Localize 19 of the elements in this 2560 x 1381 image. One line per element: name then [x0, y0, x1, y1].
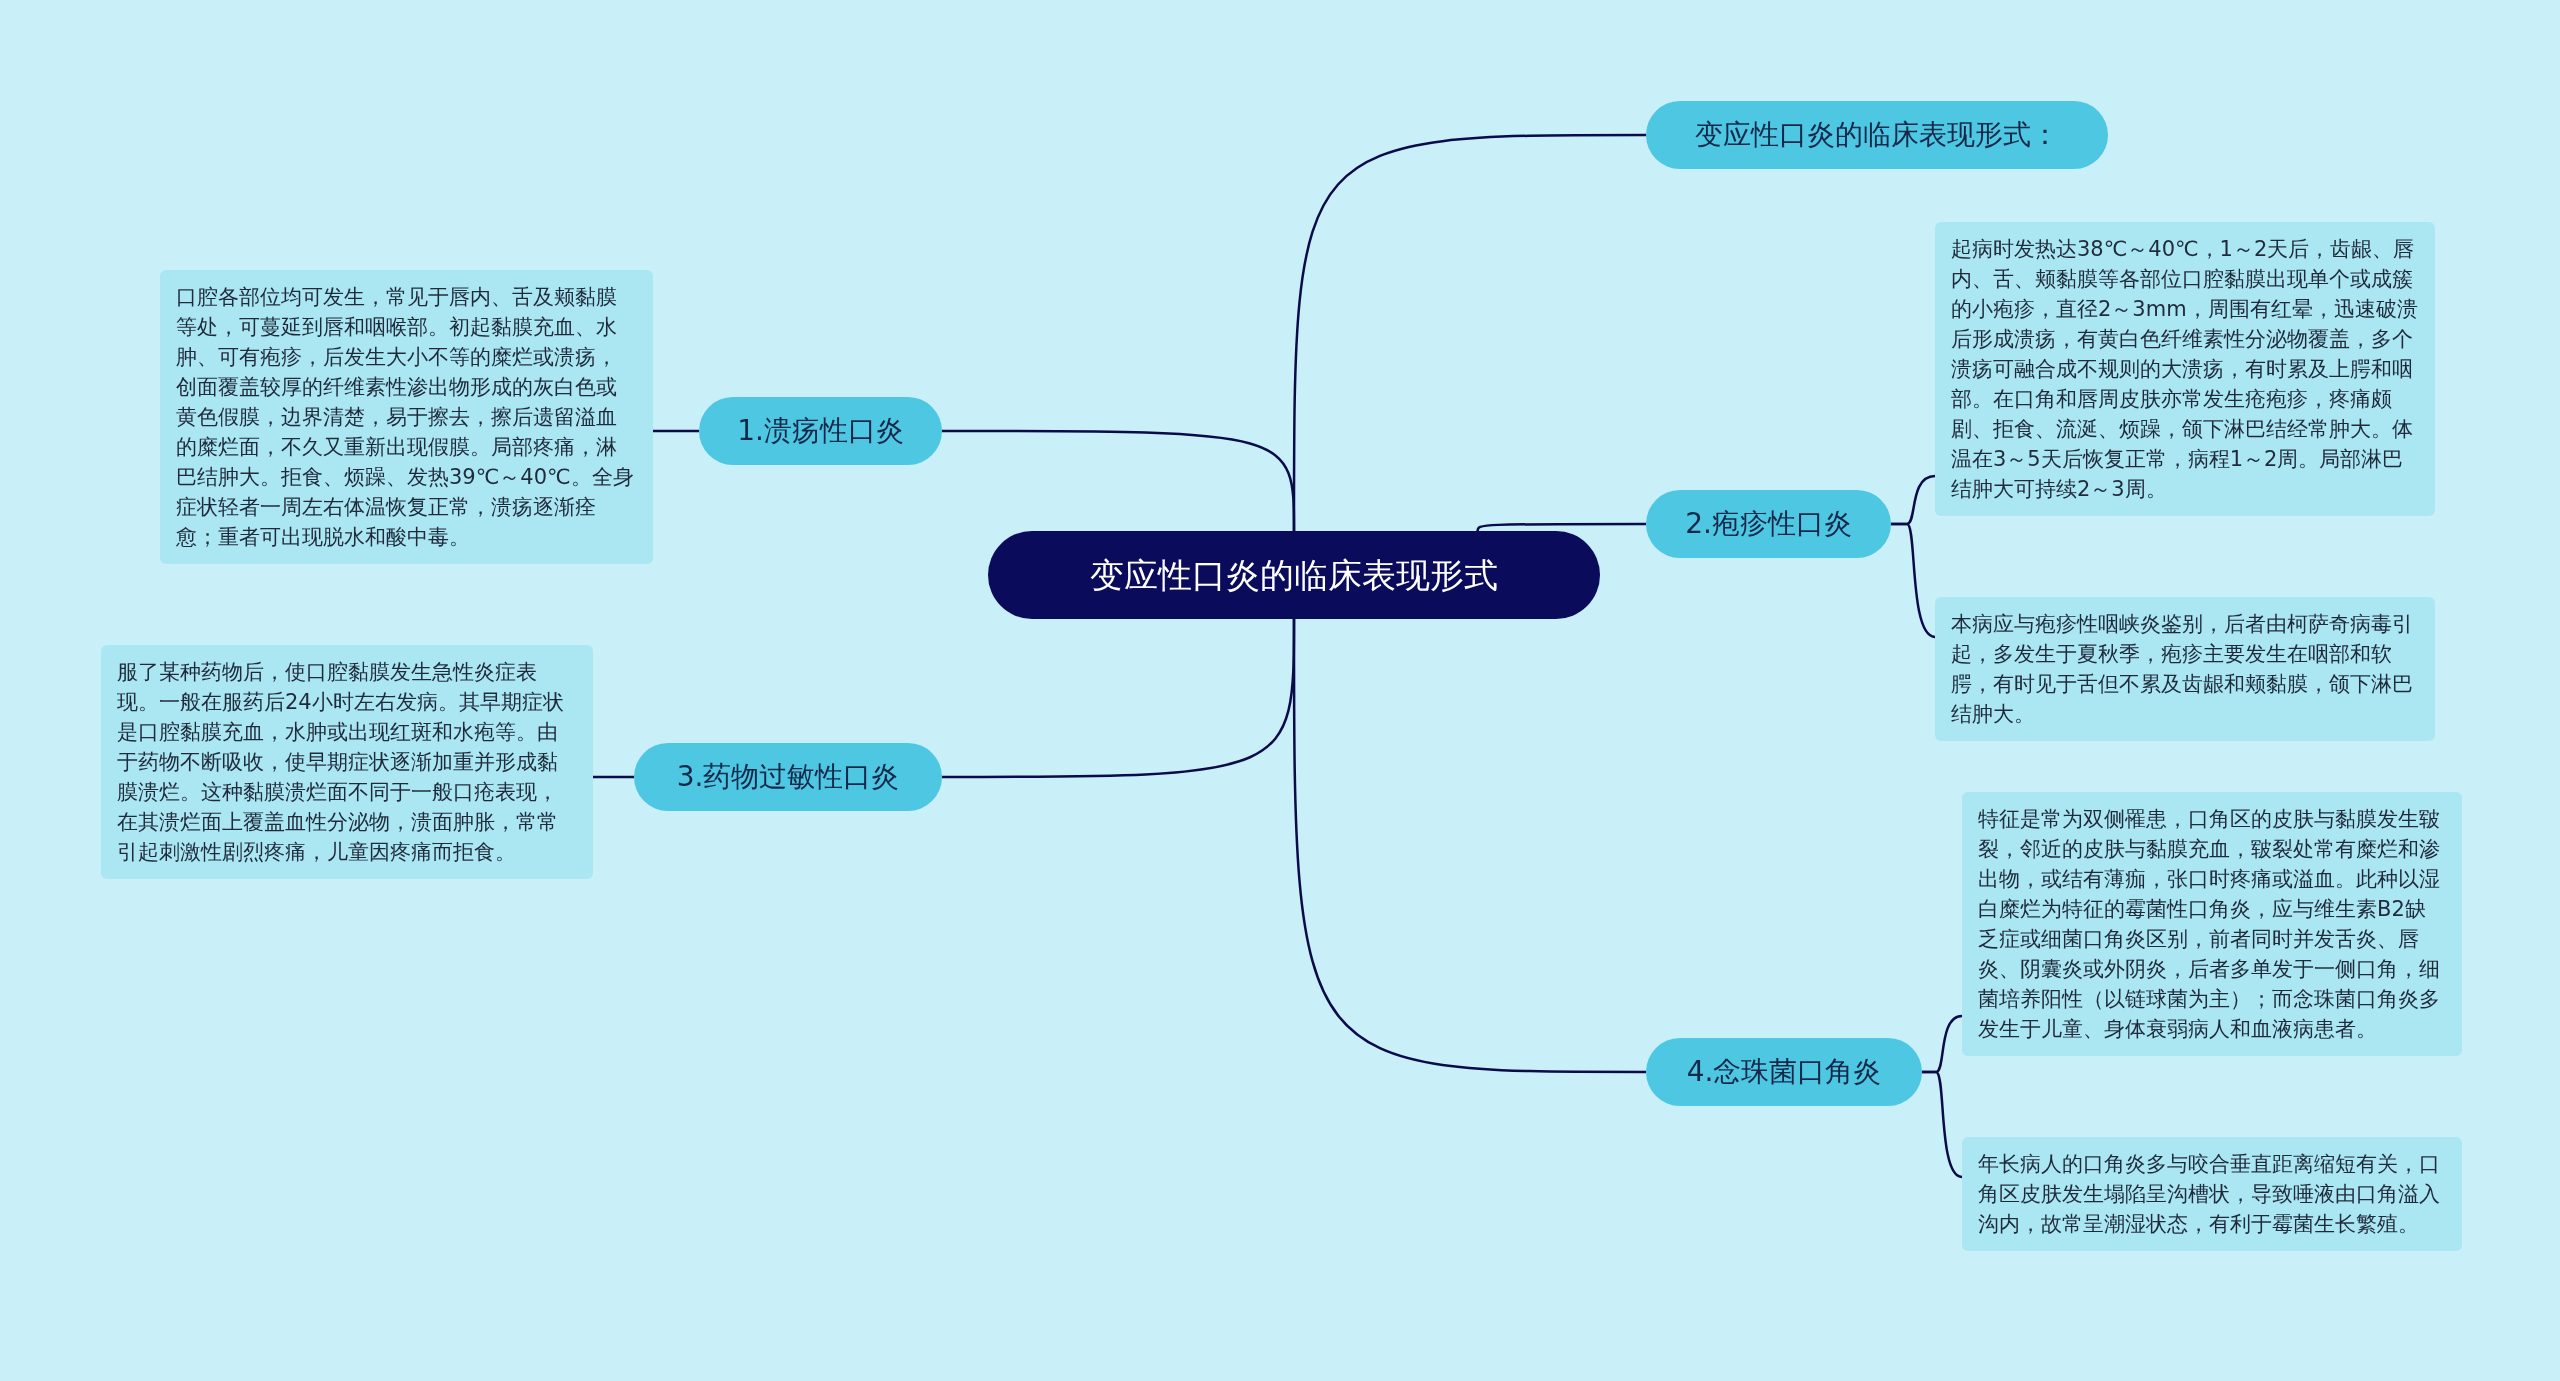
connector-line [1922, 1070, 1963, 1179]
connector-line [593, 775, 634, 779]
central-topic: 变应性口炎的临床表现形式 [988, 531, 1600, 619]
text-card: 特征是常为双侧罹患，口角区的皮肤与黏膜发生皲裂，邻近的皮肤与黏膜充血，皲裂处常有糜烂和渗出物，或结有薄痂，张口时疼痛或溢血。此种以湿白糜烂为特征的霉菌性口角炎，应与维生素B2缺乏症或细菌口角炎区别，前者同时并发舌炎、唇炎、阴囊炎或外阴炎，后者多单发于一侧口角，细菌培养阳性（以链球菌为主）；而念珠菌口角炎多发生于儿童、身体衰弱病人和血液病患者。 [1962, 792, 2462, 1056]
text-card: 本病应与疱疹性咽峡炎鉴别，后者由柯萨奇病毒引起，多发生于夏秋季，疱疹主要发生在咽部和软腭，有时见于舌但不累及齿龈和颊黏膜，颌下淋巴结肿大。 [1935, 597, 2435, 741]
topic-pill: 变应性口炎的临床表现形式： [1646, 101, 2108, 169]
topic-pill: 4.念珠菌口角炎 [1646, 1038, 1922, 1106]
text-card: 口腔各部位均可发生，常见于唇内、舌及颊黏膜等处，可蔓延到唇和咽喉部。初起黏膜充血、水肿、可有疱疹，后发生大小不等的糜烂或溃疡，创面覆盖较厚的纤维素性渗出物形成的灰白色或黄色假膜，边界清楚，易于擦去，擦后遗留溢血的糜烂面，不久又重新出现假膜。局部疼痛，淋巴结肿大。拒食、烦躁、发热39℃～40℃。全身症状轻者一周左右体温恢复正常，溃疡逐渐痊愈；重者可出现脱水和酸中毒。 [160, 270, 653, 564]
connector-line [1476, 522, 1646, 532]
connector-line [1891, 522, 1936, 639]
connector-line [942, 429, 1296, 531]
topic-pill: 2.疱疹性口炎 [1646, 490, 1891, 558]
text-card: 起病时发热达38℃～40℃，1～2天后，齿龈、唇内、舌、颊黏膜等各部位口腔黏膜出现单个或成簇的小疱疹，直径2～3mm，周围有红晕，迅速破溃后形成溃疡，有黄白色纤维素性分泌物覆盖，多个溃疡可融合成不规则的大溃疡，有时累及上腭和咽部。在口角和唇周皮肤亦常发生疮疱疹，疼痛颇剧、拒食、流涎、烦躁，颌下淋巴结经常肿大。体温在3～5天后恢复正常，病程1～2周。局部淋巴结肿大可持续2～3周。 [1935, 222, 2435, 516]
connector-line [942, 619, 1296, 779]
connector-line [653, 429, 699, 433]
topic-pill: 1.溃疡性口炎 [699, 397, 942, 465]
text-card: 年长病人的口角炎多与咬合垂直距离缩短有关，口角区皮肤发生塌陷呈沟槽状，导致唾液由口角溢入沟内，故常呈潮湿状态，有利于霉菌生长繁殖。 [1962, 1137, 2462, 1251]
text-card: 服了某种药物后，使口腔黏膜发生急性炎症表现。一般在服药后24小时左右发病。其早期症状是口腔黏膜充血，水肿或出现红斑和水疱等。由于药物不断吸收，使早期症状逐渐加重并形成黏膜溃烂。这种黏膜溃烂面不同于一般口疮表现，在其溃烂面上覆盖血性分泌物，溃面肿胀，常常引起刺激性剧烈疼痛，儿童因疼痛而拒食。 [101, 645, 593, 879]
topic-pill: 3.药物过敏性口炎 [634, 743, 942, 811]
